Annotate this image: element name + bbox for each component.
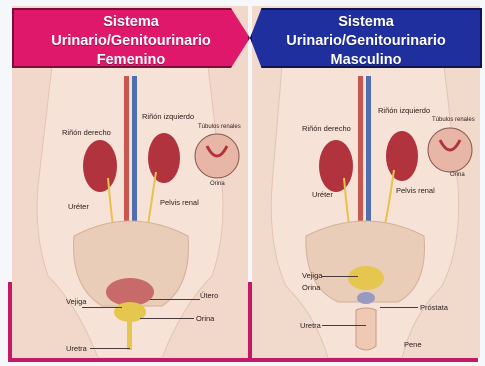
label-pelvis-renal-m: Pelvis renal	[396, 186, 435, 195]
female-title-line1: Sistema	[14, 13, 248, 32]
leader-line	[140, 318, 194, 319]
label-ureter-m: Uréter	[312, 190, 333, 199]
label-orina-inset-m: Orina	[450, 172, 465, 178]
label-rinon-derecho-f: Riñón derecho	[62, 128, 111, 137]
male-title-line2: Urinario/Genitourinario	[252, 32, 480, 51]
label-orina-f: Orina	[196, 314, 214, 323]
leader-line	[82, 307, 122, 308]
leader-line	[322, 325, 366, 326]
label-rinon-izquierdo-f: Riñón izquierdo	[142, 112, 194, 121]
label-utero-f: Útero	[200, 291, 218, 300]
label-uretra-f: Uretra	[66, 344, 87, 353]
label-ureter-f: Uréter	[68, 202, 89, 211]
label-prostata-m: Próstata	[420, 303, 448, 312]
label-pelvis-renal-f: Pelvis renal	[160, 198, 199, 207]
leader-line	[90, 348, 130, 349]
label-vejiga-m: Vejiga	[302, 271, 322, 280]
female-title-line3: Femenino	[14, 51, 248, 70]
leader-line	[380, 307, 418, 308]
label-vejiga-f: Vejiga	[66, 297, 86, 306]
leader-line	[150, 299, 200, 300]
label-pene-m: Pene	[404, 340, 422, 349]
label-orina-inset-f: Orina	[210, 181, 225, 187]
male-title-line3: Masculino	[252, 51, 480, 70]
male-title-banner: Sistema Urinario/Genitourinario Masculin…	[250, 8, 482, 68]
label-orina-m: Orina	[302, 283, 320, 292]
female-title-banner: Sistema Urinario/Genitourinario Femenino	[12, 8, 250, 68]
leader-line	[322, 276, 358, 277]
label-rinon-derecho-m: Riñón derecho	[302, 124, 351, 133]
label-tubulos-renales-f: Túbulos renales	[198, 124, 241, 130]
label-tubulos-renales-m: Túbulos renales	[432, 117, 475, 123]
female-title-line2: Urinario/Genitourinario	[14, 32, 248, 51]
label-uretra-m: Uretra	[300, 321, 321, 330]
male-title-line1: Sistema	[252, 13, 480, 32]
label-rinon-izquierdo-m: Riñón izquierdo	[378, 106, 430, 115]
